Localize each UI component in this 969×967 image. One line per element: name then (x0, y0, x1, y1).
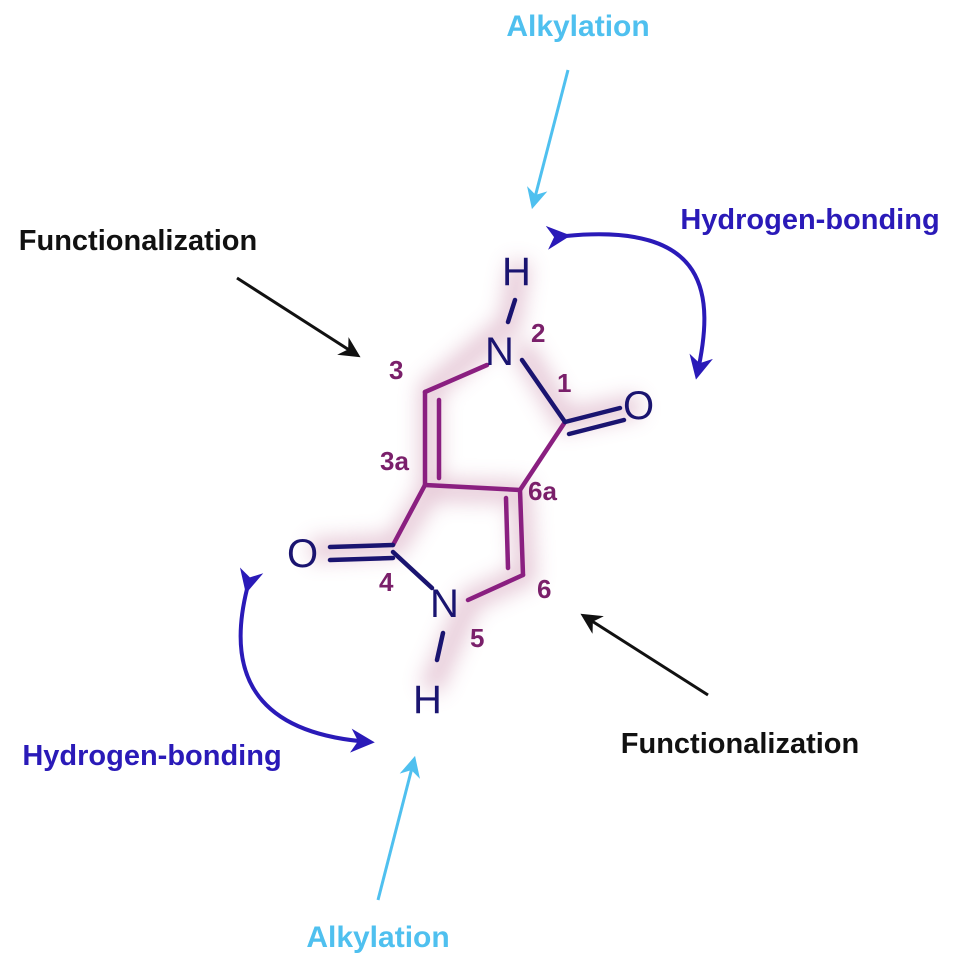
position-3: 3 (389, 355, 403, 385)
functionalization-arrow-right (580, 613, 709, 697)
bond-c6a-c1 (517, 419, 568, 493)
label-hydrogen-bonding-left: Hydrogen-bonding (22, 740, 281, 772)
atom-h-top: H (502, 250, 531, 294)
position-5: 5 (470, 623, 484, 653)
bond-c3a-c4 (390, 482, 428, 548)
atom-o-left: O (287, 532, 318, 576)
position-2: 2 (531, 318, 545, 348)
bond-n2-c1 (519, 357, 568, 425)
bond-c4-n5 (390, 549, 435, 591)
atom-n-bottom: N (430, 582, 459, 626)
position-6: 6 (537, 574, 551, 604)
atom-o-right: O (623, 384, 654, 428)
bond-c6-n5 (465, 572, 526, 603)
atom-n-top: N (485, 330, 514, 374)
bond-c1-o-double (566, 417, 627, 437)
bond-c4-o (327, 542, 396, 550)
atom-symbols: H N O O N H (287, 250, 654, 722)
position-6a: 6a (528, 476, 557, 506)
hbond-arrow-left (238, 567, 375, 753)
hetero-bonds (327, 297, 627, 663)
atom-h-bottom: H (413, 678, 442, 722)
ring-bonds (390, 362, 568, 603)
label-alkylation-top: Alkylation (506, 10, 649, 43)
bond-c3-n2 (422, 362, 490, 395)
position-4: 4 (379, 567, 394, 597)
annotation-arrows (236, 69, 713, 901)
bond-c6a-c6-double (503, 495, 511, 571)
label-hydrogen-bonding-right: Hydrogen-bonding (680, 204, 939, 236)
annotation-labels: Alkylation Hydrogen-bonding Functionaliz… (19, 10, 940, 954)
position-1: 1 (557, 368, 571, 398)
bond-c4-o-double (327, 555, 396, 563)
alkylation-arrow-bottom (376, 755, 420, 901)
position-3a: 3a (380, 446, 409, 476)
label-functionalization-right: Functionalization (621, 728, 859, 760)
label-alkylation-bottom: Alkylation (306, 921, 449, 954)
functionalization-arrow-left (236, 276, 361, 358)
bond-c3a-c6a (422, 482, 523, 493)
hbond-arrow-right (545, 225, 713, 380)
bond-n2-h (505, 297, 518, 325)
alkylation-arrow-top (527, 69, 570, 210)
bond-c6a-c6 (517, 487, 526, 578)
bond-c1-o (562, 405, 623, 425)
bond-n5-h (434, 630, 446, 663)
label-functionalization-left: Functionalization (19, 225, 257, 257)
